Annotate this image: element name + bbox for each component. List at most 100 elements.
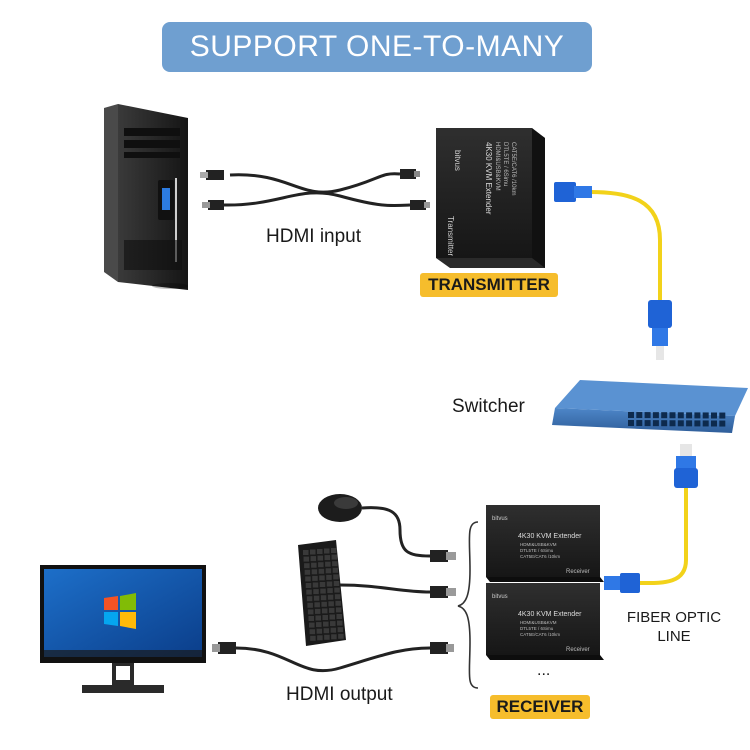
switch-port xyxy=(694,412,701,419)
more-receivers-ellipsis: ... xyxy=(537,662,551,679)
keyboard-key xyxy=(323,628,330,634)
keyboard-key xyxy=(335,607,342,613)
mouse-icon xyxy=(318,494,456,562)
hdmi-input-cable-icon xyxy=(200,169,430,210)
keyboard-key xyxy=(327,594,334,600)
switch-port xyxy=(686,412,693,419)
switch-port xyxy=(661,420,668,427)
keyboard-key xyxy=(332,561,338,567)
keyboard-key xyxy=(313,589,319,595)
keyboard-key xyxy=(320,595,327,601)
switch-port xyxy=(669,420,676,427)
keyboard-key xyxy=(334,587,340,593)
switch-port xyxy=(652,420,659,427)
receiver-2-role-text: Receiver xyxy=(566,647,590,653)
switch-port xyxy=(652,412,659,419)
keyboard-key xyxy=(338,633,344,639)
keyboard-key xyxy=(306,596,313,602)
keyboard-key xyxy=(306,589,312,595)
keyboard-key xyxy=(319,582,326,587)
switch-port xyxy=(702,412,709,419)
keyboard-key xyxy=(310,549,316,555)
keyboard-key xyxy=(335,600,341,606)
transmitter-line1-text: HDMI&USB&KVM xyxy=(494,142,500,191)
keyboard-key xyxy=(304,569,311,575)
keyboard-key xyxy=(320,588,326,594)
switch-port xyxy=(636,412,643,419)
keyboard-key xyxy=(328,607,335,613)
switch-port xyxy=(677,412,684,419)
switch-port xyxy=(711,412,717,419)
keyboard-key xyxy=(310,635,316,641)
keyboard-key xyxy=(331,634,337,640)
switch-port xyxy=(644,420,651,427)
fiber-cable-bottom-icon xyxy=(604,444,698,593)
keyboard-key xyxy=(317,555,324,561)
switch-device-icon xyxy=(552,380,748,433)
switch-port xyxy=(628,412,634,418)
keyboard-key xyxy=(307,602,313,608)
switch-port xyxy=(644,412,651,419)
receiver-2-line3-text: CAT5E/CAT6 /10km xyxy=(520,632,560,637)
keyboard-key xyxy=(324,634,330,640)
receiver-2-line2-text: DTL5TE / 6Simu xyxy=(520,626,554,631)
receiver-device-1-icon: bitvus 4K30 KVM Extender HDMI&USB&KVM DT… xyxy=(486,505,604,582)
keyboard-key xyxy=(321,601,327,607)
switch-port xyxy=(694,420,701,427)
switch-port xyxy=(711,420,717,427)
keyboard-key xyxy=(326,574,332,580)
receiver-1-role-text: Receiver xyxy=(566,569,590,575)
title-banner: SUPPORT ONE-TO-MANY xyxy=(162,22,592,72)
receiver-2-line1-text: HDMI&USB&KVM xyxy=(520,620,557,625)
keyboard-key xyxy=(333,574,339,580)
keyboard-key xyxy=(321,608,328,614)
keyboard-key xyxy=(309,629,316,635)
keyboard-key xyxy=(324,555,331,561)
keyboard-key xyxy=(316,628,323,634)
keyboard-key xyxy=(308,616,314,621)
keyboard-key xyxy=(312,582,319,588)
transmitter-brand-text: bitvus xyxy=(453,150,462,171)
keyboard-key xyxy=(305,576,311,582)
keyboard-key xyxy=(317,549,323,554)
switch-port xyxy=(661,412,668,419)
keyboard-key xyxy=(309,622,315,628)
receiver-device-2-icon: bitvus 4K30 KVM Extender HDMI&USB&KVM DT… xyxy=(486,583,604,660)
keyboard-key xyxy=(325,568,332,574)
keyboard-key xyxy=(318,562,324,568)
keyboard-key xyxy=(326,581,333,587)
keyboard-key xyxy=(317,635,323,641)
receiver-1-line3-text: CAT5E/CAT6 /10km xyxy=(520,554,560,559)
switch-port xyxy=(719,420,726,427)
keyboard-key xyxy=(318,568,325,574)
windows-logo-icon xyxy=(104,593,136,629)
keyboard-key xyxy=(310,556,317,562)
keyboard-key xyxy=(314,602,320,608)
switch-port xyxy=(719,412,726,419)
keyboard-key xyxy=(307,609,314,615)
transmitter-line3-text: CAT5E/CAT6 /10km xyxy=(510,142,516,195)
hdmi-output-cable-icon xyxy=(212,642,454,673)
keyboard-key xyxy=(330,627,337,633)
fiber-optic-label: FIBER OPTIC LINE xyxy=(614,608,734,646)
grouping-brace-icon xyxy=(457,521,479,689)
monitor-icon xyxy=(40,565,206,693)
receiver-2-model-text: 4K30 KVM Extender xyxy=(518,611,582,618)
keyboard-key xyxy=(303,550,309,555)
fiber-optic-label-line2: LINE xyxy=(657,628,691,645)
keyboard-key xyxy=(315,615,321,621)
keyboard-key xyxy=(325,561,331,567)
keyboard-key xyxy=(337,627,344,633)
keyboard-key xyxy=(311,562,317,568)
switch-port xyxy=(686,420,693,427)
transmitter-role-text: Transmitter xyxy=(446,216,455,256)
keyboard-key xyxy=(312,575,318,581)
receiver-1-brand-text: bitvus xyxy=(492,516,508,522)
receiver-1-model-text: 4K30 KVM Extender xyxy=(518,533,582,540)
keyboard-key xyxy=(331,548,337,553)
switcher-label: Switcher xyxy=(452,396,525,417)
keyboard-icon xyxy=(298,540,456,646)
keyboard-key xyxy=(323,621,329,627)
keyboard-key xyxy=(336,614,342,619)
